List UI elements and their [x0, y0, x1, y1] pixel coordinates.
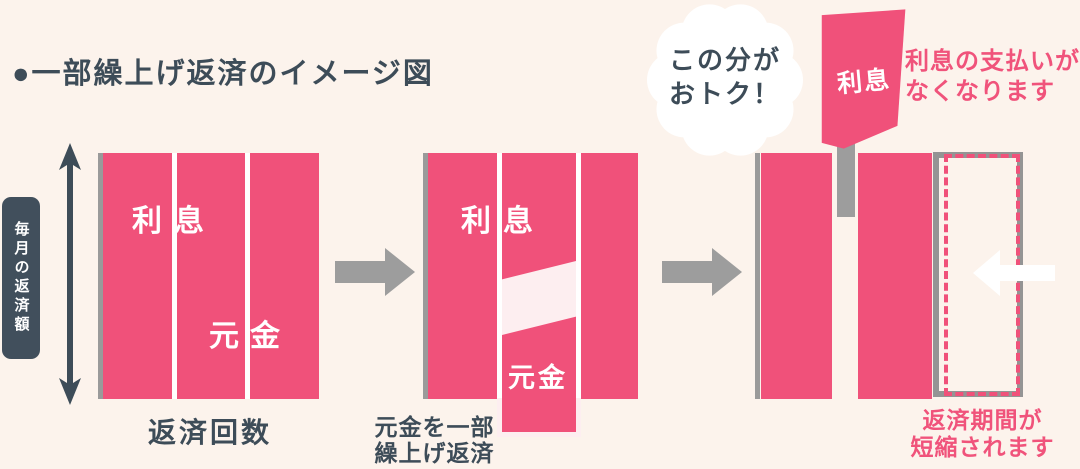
- stage3-bar-1: [761, 153, 832, 399]
- stage1-bar-3: [250, 153, 319, 399]
- burst-bubble-icon: [647, 4, 803, 156]
- bubble-line1: この分が: [668, 45, 781, 75]
- stage3-caption: 返済期間が 短縮されます: [880, 407, 1080, 461]
- stage1-caption: 返済回数: [147, 417, 272, 448]
- stage2-bar-1: [428, 153, 497, 399]
- stage1-principal-label: 元金: [209, 320, 291, 353]
- stage2-interest-label: 利息: [461, 205, 545, 238]
- stage2-pale-frame-left: [497, 398, 502, 432]
- benefit-line1: 利息の支払いが: [905, 48, 1080, 75]
- stage2-bar-3: [581, 153, 638, 399]
- stage2-principal-label: 元金: [508, 363, 568, 393]
- right-arrow-icon: [662, 248, 742, 296]
- stage2-caption-line2: 繰上げ返済: [374, 440, 495, 466]
- stage1-bar-2: [177, 153, 245, 399]
- stage1-interest-label: 利息: [132, 205, 216, 238]
- bubble-line2: おトク！: [668, 79, 781, 109]
- vertical-range-arrow-icon: [59, 143, 81, 405]
- stage3-bar-group: [761, 153, 932, 399]
- stage3-caption-line1: 返済期間が: [922, 407, 1043, 433]
- stage2-pale-frame-bottom: [497, 432, 581, 437]
- stage2-break-band: [502, 260, 576, 336]
- stage2-principal-bar: [502, 153, 576, 432]
- flag-interest-label: 利息: [836, 65, 893, 99]
- stage3-bar-2: [858, 153, 932, 399]
- stage2-caption: 元金を一部 繰上げ返済: [352, 414, 517, 466]
- flag-connector-line: [837, 143, 855, 217]
- right-arrow-icon: [335, 248, 415, 296]
- stage2-caption-line1: 元金を一部: [374, 414, 495, 440]
- benefit-line2: なくなります: [905, 78, 1055, 105]
- stage2-edge-line: [423, 153, 428, 399]
- stage2-bar-group: [428, 153, 638, 437]
- stage1-edge-line: [98, 153, 103, 399]
- page-title: ●一部繰上げ返済のイメージ図: [12, 58, 434, 90]
- monthly-repayment-label: 毎月の返済額: [12, 221, 30, 335]
- benefit-annotation: 利息の支払いが なくなります: [905, 47, 1080, 107]
- stage3-caption-line2: 短縮されます: [910, 434, 1055, 460]
- stage2-pale-frame-right: [576, 398, 581, 432]
- saved-interest-flag: 利息: [821, 9, 906, 149]
- monthly-repayment-label-box: 毎月の返済額: [2, 197, 40, 359]
- left-arrow-icon: [973, 250, 1055, 296]
- stage1-bar-1: [103, 153, 172, 399]
- stage3-edge-line: [755, 153, 760, 399]
- stage1-bar-group: [103, 153, 319, 399]
